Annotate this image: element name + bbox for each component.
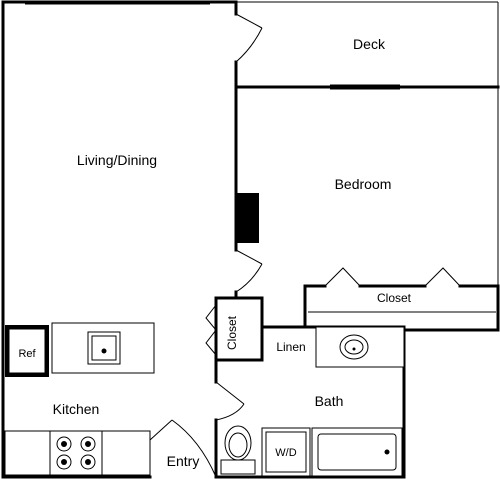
bedroom-closet-door-right[interactable] [424,267,461,287]
bath-fixtures: W/D [220,326,405,477]
top-window [25,0,210,5]
room-label-entry: Entry [167,453,200,469]
bedroom-window [330,84,400,90]
room-label-deck: Deck [353,36,386,52]
hall-closet-door[interactable] [205,304,217,356]
kitchen-fixtures: Ref [4,322,155,476]
room-label-bedroom-closet: Closet [377,291,412,305]
toilet [220,425,256,475]
room-label-hall-closet: Closet [225,315,239,350]
kitchen-counter-upper [51,322,155,374]
room-label-kitchen: Kitchen [53,401,100,417]
refrigerator-label: Ref [18,348,36,360]
bath-sink [339,334,369,360]
bedroom-door[interactable] [235,249,263,293]
bath-door[interactable] [215,381,245,421]
doors [149,13,461,478]
room-label-linen: Linen [276,340,305,354]
stove [49,430,103,476]
room-label-bath: Bath [315,393,344,409]
bedroom-closet-door-left[interactable] [324,267,361,287]
refrigerator: Ref [5,325,49,377]
deck-door[interactable] [235,13,263,63]
fireplace [235,193,259,243]
washer-dryer: W/D [261,427,311,477]
room-label-bedroom: Bedroom [335,176,392,192]
room-label-living-dining: Living/Dining [77,152,157,168]
kitchen-sink [87,331,121,365]
bathtub [311,427,403,477]
washer-dryer-label: W/D [275,447,296,459]
